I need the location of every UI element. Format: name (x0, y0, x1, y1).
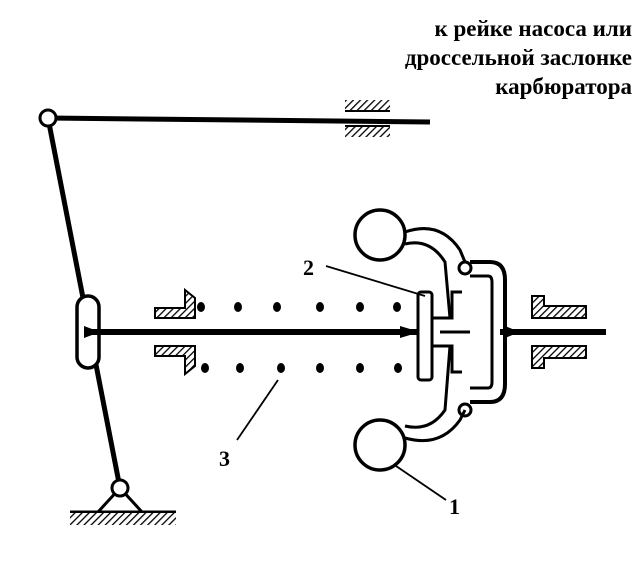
weight-carrier (457, 260, 507, 418)
upper-weight-pivot (457, 260, 473, 276)
upper-guide-bottom (345, 126, 390, 137)
caption: к рейке насоса или дроссельной заслонке … (332, 14, 632, 101)
flyweight-upper (353, 208, 467, 319)
upper-guide-top (345, 100, 390, 111)
lever (38, 108, 123, 489)
caption-line-1: к рейке насоса или (434, 16, 633, 41)
caption-line-3: карбюратора (495, 74, 632, 99)
caption-line-2: дроссельной заслонке (404, 45, 632, 70)
leader-line-1 (395, 465, 447, 501)
leader-line-2 (325, 265, 426, 297)
label-1: 1 (449, 494, 460, 519)
right-shaft-guide (531, 295, 587, 369)
label-3: 3 (219, 446, 230, 471)
flyweight-lower (353, 345, 467, 472)
leader-line-3 (236, 379, 279, 441)
top-pivot (38, 108, 58, 128)
governor-shaft (84, 326, 606, 338)
lever-support (70, 478, 176, 525)
clutch-collar (416, 290, 470, 382)
label-2: 2 (303, 255, 314, 280)
spring (197, 302, 402, 373)
output-rod (47, 100, 431, 137)
left-shaft-guide (154, 287, 196, 377)
